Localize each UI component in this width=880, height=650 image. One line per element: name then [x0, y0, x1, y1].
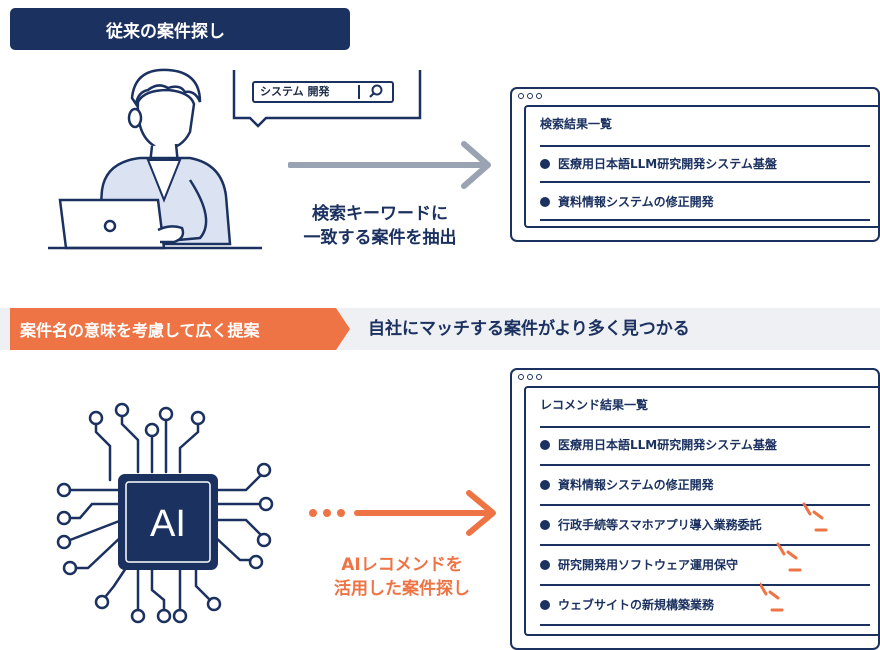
recommend-result-label: ウェブサイトの新規構築業務 [558, 598, 715, 612]
search-results-title: 検索結果一覧 [540, 117, 613, 131]
section-header-label: 従来の案件探し [106, 21, 225, 42]
bullet-icon [540, 439, 550, 450]
divider [540, 219, 870, 221]
recommend-result-item[interactable]: 医療用日本語LLM研究開発システム基盤 [540, 436, 777, 453]
search-results-panel: 検索結果一覧 医療用日本語LLM研究開発システム基盤 資料情報システムの修正開発 [524, 105, 880, 228]
ai-chip-illustration: AI [56, 402, 274, 624]
recommend-result-item[interactable]: 研究開発用ソフトウェア運用保守 [540, 556, 738, 573]
window-dot-icon [536, 374, 542, 380]
speech-bubble [232, 70, 422, 128]
traditional-caption: 検索キーワードに 一致する案件を抽出 [290, 202, 470, 250]
ai-caption-line-1: AIレコメンドを [341, 555, 463, 575]
divider [540, 544, 870, 546]
bullet-icon [540, 158, 550, 169]
traditional-caption-line-2: 一致する案件を抽出 [303, 228, 457, 248]
search-results-window: 検索結果一覧 医療用日本語LLM研究開発システム基盤 資料情報システムの修正開発 [510, 87, 880, 242]
traditional-caption-line-1: 検索キーワードに [312, 204, 448, 224]
divider [540, 624, 870, 626]
ai-caption: AIレコメンドを 活用した案件探し [322, 553, 482, 601]
recommend-results-panel: レコメンド結果一覧 医療用日本語LLM研究開発システム基盤 資料情報システムの修… [524, 386, 880, 636]
recommend-result-item[interactable]: ウェブサイトの新規構築業務 [540, 596, 714, 613]
divider [540, 504, 870, 506]
window-dot-icon [536, 93, 542, 99]
bullet-icon [540, 599, 550, 610]
divider [540, 145, 870, 147]
search-result-item[interactable]: 医療用日本語LLM研究開発システム基盤 [540, 155, 777, 172]
section-header-badge: 従来の案件探し [10, 8, 350, 50]
bullet-icon [540, 559, 550, 570]
window-dot-icon [518, 374, 524, 380]
banner-tag: 案件名の意味を考慮して広く提案 [10, 308, 350, 350]
window-dot-icon [527, 374, 533, 380]
bullet-icon [540, 479, 550, 490]
banner-tag-label: 案件名の意味を考慮して広く提案 [20, 321, 260, 340]
search-result-label: 医療用日本語LLM研究開発システム基盤 [558, 157, 777, 171]
banner-message: 自社にマッチする案件がより多く見つかる [368, 319, 690, 339]
recommend-result-item[interactable]: 行政手続等スマホアプリ導入業務委託 [540, 516, 762, 533]
window-controls [518, 93, 542, 99]
window-controls [518, 374, 542, 380]
divider [540, 584, 870, 586]
search-icon[interactable] [368, 84, 384, 100]
arrow-right-gray-icon [288, 141, 491, 189]
recommend-result-label: 行政手続等スマホアプリ導入業務委託 [558, 518, 762, 532]
search-result-label: 資料情報システムの修正開発 [558, 195, 714, 209]
highlight-spark-icons [760, 502, 828, 612]
search-query-text: システム 開発 [260, 85, 330, 98]
recommend-results-title: レコメンド結果一覧 [540, 398, 649, 412]
search-box[interactable]: システム 開発 [252, 81, 394, 103]
divider [540, 464, 870, 466]
recommend-result-label: 医療用日本語LLM研究開発システム基盤 [558, 438, 777, 452]
recommend-result-label: 資料情報システムの修正開発 [558, 478, 714, 492]
divider [540, 426, 870, 428]
ai-chip-label: AI [150, 503, 186, 545]
search-result-item[interactable]: 資料情報システムの修正開発 [540, 193, 714, 210]
search-divider [358, 85, 360, 99]
window-dot-icon [518, 93, 524, 99]
bullet-icon [540, 196, 550, 207]
divider [540, 181, 870, 183]
bullet-icon [540, 519, 550, 530]
recommend-result-item[interactable]: 資料情報システムの修正開発 [540, 476, 714, 493]
arrow-right-orange-icon [309, 490, 496, 536]
ai-caption-line-2: 活用した案件探し [334, 579, 470, 599]
window-dot-icon [527, 93, 533, 99]
recommend-results-window: レコメンド結果一覧 医療用日本語LLM研究開発システム基盤 資料情報システムの修… [510, 368, 880, 650]
recommend-result-label: 研究開発用ソフトウェア運用保守 [558, 558, 739, 572]
person-at-laptop-illustration [48, 68, 262, 250]
